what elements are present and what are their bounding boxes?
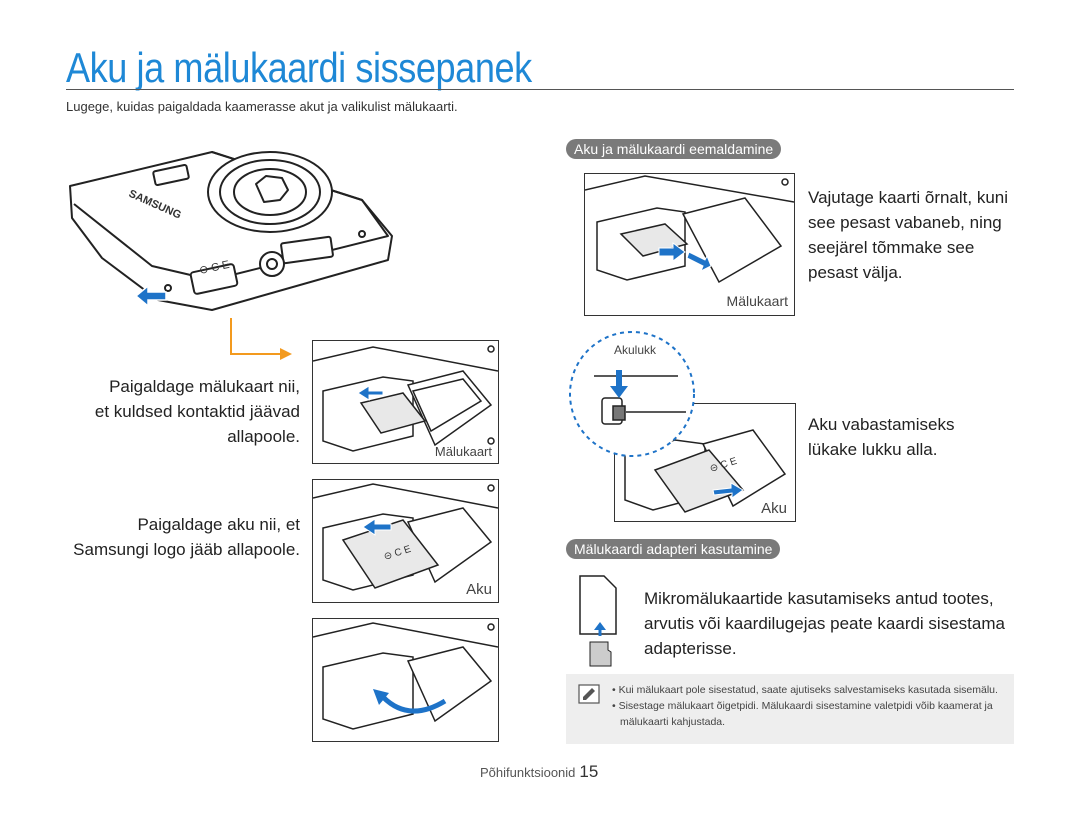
section-heading-removal: Aku ja mälukaardi eemaldamine — [566, 139, 782, 159]
step1-caption-line: et kuldsed kontaktid jäävad — [94, 402, 300, 421]
step1-caption: Paigaldage mälukaart nii, et kuldsed kon… — [60, 374, 300, 449]
note-item-text: Kui mälukaart pole sisestatud, saate aju… — [618, 684, 998, 696]
close-cover-figure — [312, 618, 499, 742]
adapter-text-line: Mikromälukaartide kasutamiseks antud too… — [644, 589, 994, 608]
note-list: • Kui mälukaart pole sisestatud, saate a… — [612, 682, 1008, 730]
title-divider — [66, 89, 1014, 90]
note-icon — [578, 684, 600, 704]
removal-card-text-line: see pesast vabaneb, ning — [808, 213, 1002, 232]
step1-caption-line: allapoole. — [227, 427, 300, 446]
footer-section: Põhifunktsioonid — [480, 765, 576, 780]
adapter-text-line: adapterisse. — [644, 639, 737, 658]
note-item: • Kui mälukaart pole sisestatud, saate a… — [612, 684, 998, 696]
removal-card-text: Vajutage kaarti õrnalt, kuni see pesast … — [808, 185, 1018, 285]
section-heading-adapter: Mälukaardi adapteri kasutamine — [566, 539, 781, 559]
note-item: • Sisestage mälukaart õigetpidi. Mälukaa… — [612, 700, 993, 728]
removal-battery-text-line: lükake lukku alla. — [808, 440, 938, 459]
sd-adapter-icon — [579, 575, 617, 667]
removal-card-text-line: Vajutage kaarti õrnalt, kuni — [808, 188, 1009, 207]
removal-battery-text: Aku vabastamiseks lükake lukku alla. — [808, 412, 1018, 462]
step2-caption: Paigaldage aku nii, et Samsungi logo jää… — [60, 512, 300, 562]
removal-card-text-line: pesast välja. — [808, 263, 903, 282]
removal-battery-text-line: Aku vabastamiseks — [808, 415, 955, 434]
page-subtitle: Lugege, kuidas paigaldada kaamerasse aku… — [66, 99, 458, 114]
battery-label: Aku — [466, 581, 492, 598]
page-number: 15 — [579, 762, 599, 781]
camera-illustration: SAMSUNG ⊝ C E — [69, 151, 393, 311]
battery-lock-zoom-icon — [569, 331, 695, 457]
adapter-text-line: arvutis või kaardilugejas peate kaardi s… — [644, 614, 1005, 633]
card-removal-illustration — [584, 175, 795, 284]
memory-card-label: Mälukaart — [434, 444, 492, 459]
orange-arrow-icon — [230, 318, 292, 360]
step1-caption-line: Paigaldage mälukaart nii, — [109, 377, 300, 396]
card-slot-illustration — [312, 345, 499, 452]
adapter-text: Mikromälukaartide kasutamiseks antud too… — [644, 586, 1014, 661]
battery-insert-figure: ⊝ C E Aku — [312, 479, 499, 603]
removal-card-label: Mälukaart — [726, 293, 788, 309]
memory-card-insert-figure: Mälukaart — [312, 340, 499, 464]
battery-removal-illustration: ⊝ C E — [624, 429, 787, 513]
note-box: • Kui mälukaart pole sisestatud, saate a… — [566, 674, 1014, 744]
memory-card-removal-figure: Mälukaart — [584, 173, 795, 316]
battery-lock-label: Akulukk — [614, 343, 657, 357]
close-cover-illustration — [312, 622, 499, 730]
removal-card-text-line: seejärel tõmmake see — [808, 238, 975, 257]
page-title: Aku ja mälukaardi sissepanek — [66, 44, 532, 91]
note-item-text: Sisestage mälukaart õigetpidi. Mälukaard… — [618, 700, 993, 728]
step2-caption-line: Paigaldage aku nii, et — [137, 515, 300, 534]
battery-slot-illustration: ⊝ C E — [312, 483, 499, 591]
removal-battery-label: Aku — [761, 500, 787, 517]
step2-caption-line: Samsungi logo jääb allapoole. — [73, 540, 300, 559]
